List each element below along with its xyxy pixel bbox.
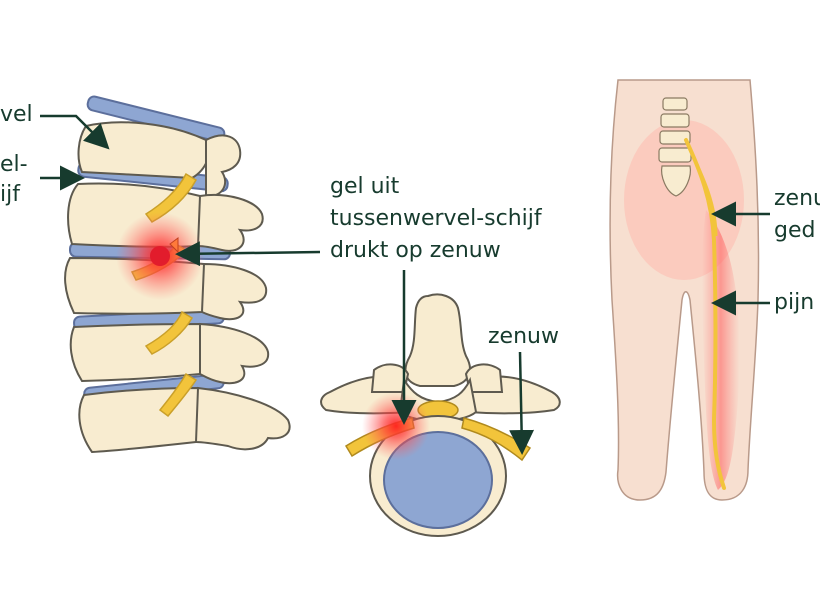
label-right-line1: zenu [774, 186, 820, 211]
label-zenuw: zenuw [488, 324, 559, 349]
label-pijn: pijn [774, 290, 815, 315]
label-schijf-line2: ijf [0, 182, 20, 207]
label-schijf-line1: el- [0, 152, 28, 177]
label-right-line2: ged [774, 218, 816, 243]
mini-vertebrae [658, 97, 692, 197]
leader-lines [40, 114, 770, 455]
spine-lateral [64, 95, 291, 454]
sciatic-nerve [684, 138, 726, 490]
herniation-spot [150, 246, 170, 266]
label-gel-line3: drukt op zenuw [330, 238, 501, 263]
vertebra-cross-section [320, 293, 561, 537]
label-wervel: vel [0, 102, 33, 127]
label-gel-line1: gel uit [330, 174, 400, 199]
spinous-processes [194, 134, 291, 451]
label-gel-line2: tussenwervel-schijf [330, 206, 542, 231]
body-back-view [609, 79, 760, 501]
cross-section-pain-glow [362, 392, 430, 460]
